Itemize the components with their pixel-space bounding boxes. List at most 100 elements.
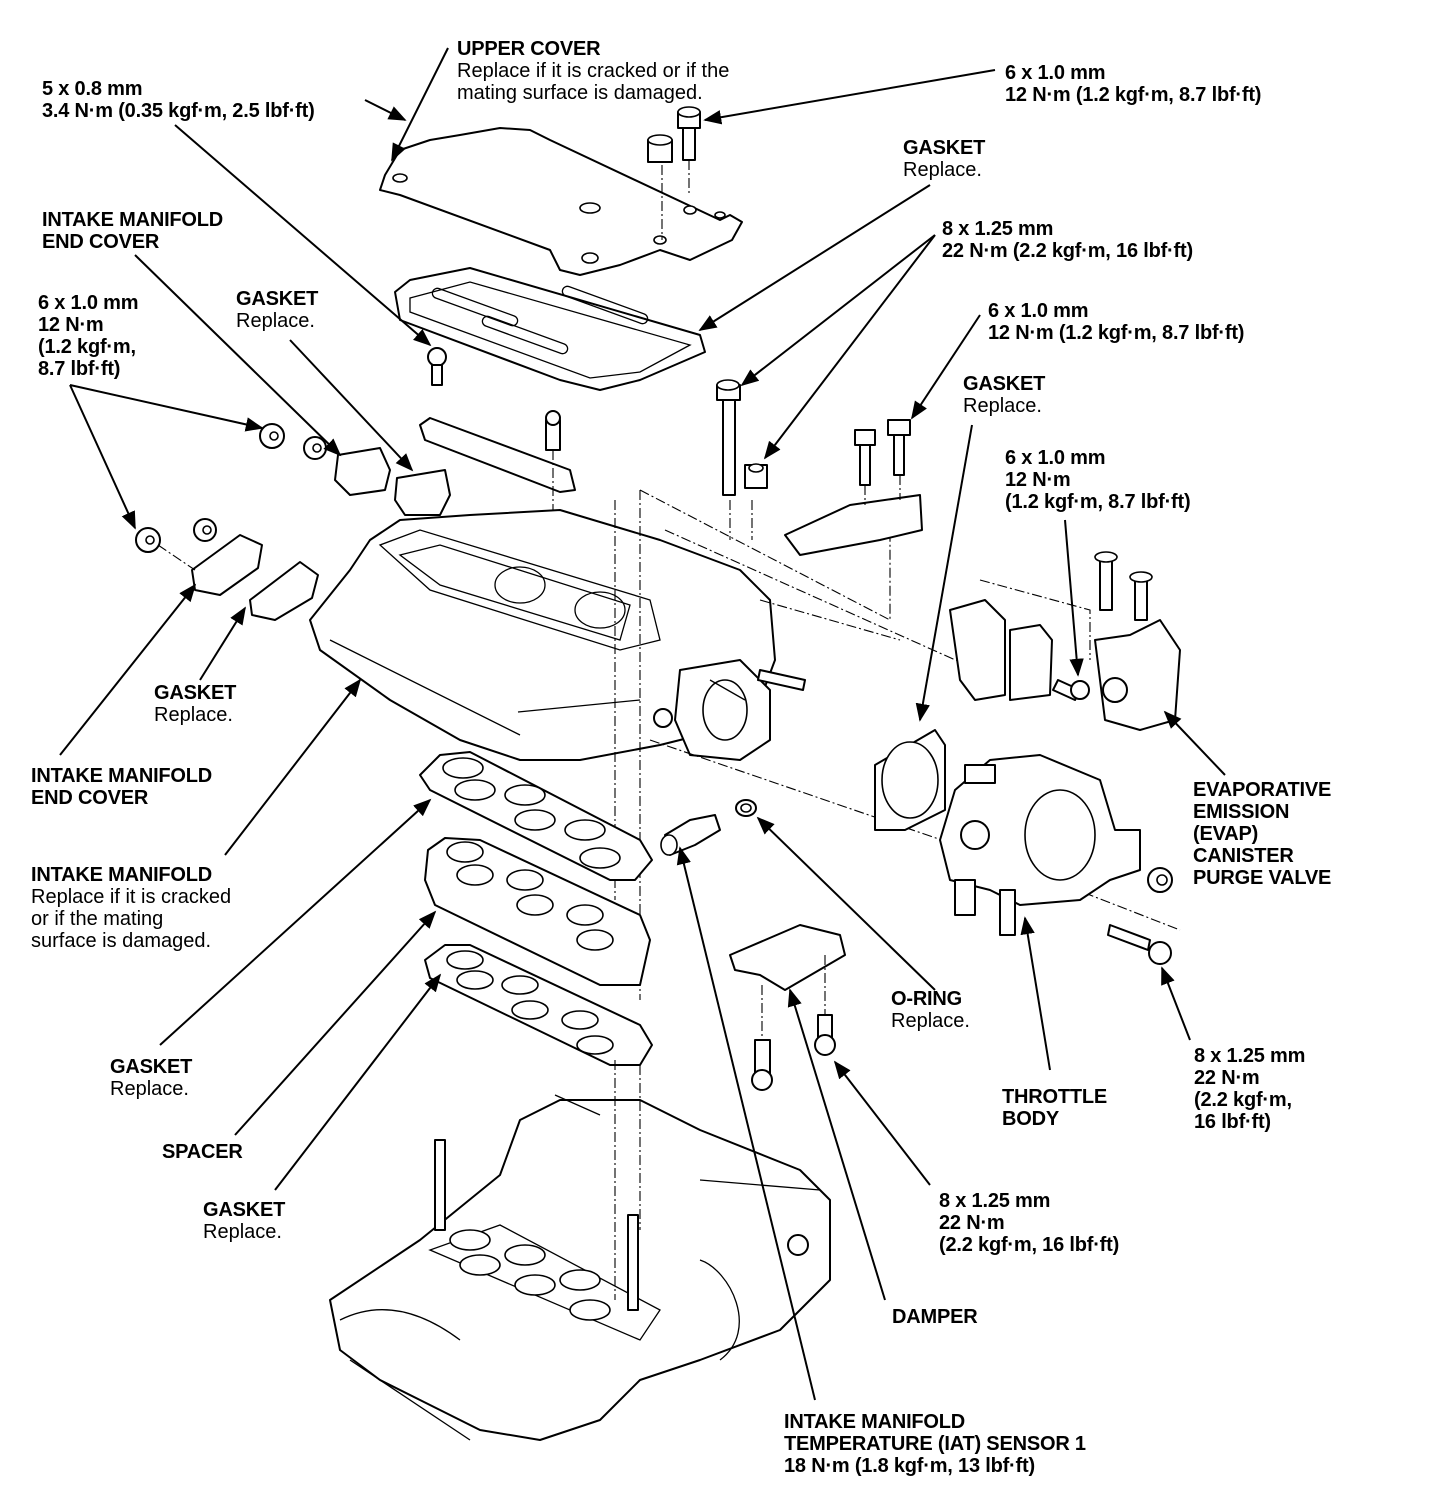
upper-cover-title: UPPER COVER — [457, 38, 601, 60]
bolt-evap-size: 6 x 1.0 mm — [1005, 447, 1106, 469]
label-bolt-evap: 6 x 1.0 mm 12 N·m (1.2 kgf·m, 8.7 lbf·ft… — [1005, 447, 1191, 513]
label-bolt-5x08: 5 x 0.8 mm 3.4 N·m (0.35 kgf·m, 2.5 lbf·… — [42, 78, 315, 122]
gasket-end-bottom-note: Replace. — [154, 704, 233, 726]
gasket-lower-1-note: Replace. — [110, 1078, 189, 1100]
damper-plate — [729, 924, 846, 1091]
evap-valve — [1052, 551, 1181, 731]
label-gasket-upper: GASKET Replace. — [903, 137, 985, 181]
evap-line-1: EVAPORATIVE — [1193, 779, 1332, 801]
bolt-evap-kgf: (1.2 kgf·m, 8.7 lbf·ft) — [1005, 491, 1191, 513]
upper-gasket — [394, 267, 706, 391]
bolt-8x125-top-torque: 22 N·m (2.2 kgf·m, 16 lbf·ft) — [942, 240, 1193, 262]
intake-manifold-note-2: or if the mating — [31, 908, 164, 930]
iat-line-1: INTAKE MANIFOLD — [784, 1411, 966, 1433]
end-cover-parts — [135, 423, 451, 621]
gasket-end-top-note: Replace. — [236, 310, 315, 332]
spacer-title: SPACER — [162, 1141, 243, 1163]
throttle-gasket — [874, 729, 946, 831]
label-throttle-body: THROTTLE BODY — [1002, 1086, 1107, 1130]
upper-cover-note-2: mating surface is damaged. — [457, 82, 703, 104]
gasket-end-bottom-title: GASKET — [154, 682, 237, 704]
upper-cover — [379, 127, 743, 276]
o-ring — [735, 799, 757, 817]
bolt-damper-torque: 22 N·m — [939, 1212, 1005, 1234]
o-ring-note: Replace. — [891, 1010, 970, 1032]
end-cover-bottom-line-2: END COVER — [31, 787, 149, 809]
cover-bolt — [677, 106, 701, 195]
bolt-mid-right-size: 6 x 1.0 mm — [988, 300, 1089, 322]
damper-title: DAMPER — [892, 1306, 978, 1328]
gasket-lower-2-note: Replace. — [203, 1221, 282, 1243]
bolt-left-kgf: (1.2 kgf·m, — [38, 336, 136, 358]
label-bolt-8x125-top: 8 x 1.25 mm 22 N·m (2.2 kgf·m, 16 lbf·ft… — [942, 218, 1193, 262]
intake-manifold-note-3: surface is damaged. — [31, 930, 212, 952]
evap-line-2: EMISSION — [1193, 801, 1290, 823]
bolt-left-lbf: 8.7 lbf·ft) — [38, 358, 121, 380]
label-gasket-end-top: GASKET Replace. — [236, 288, 318, 332]
gasket-upper-note: Replace. — [903, 159, 982, 181]
evap-line-3: (EVAP) — [1193, 823, 1259, 845]
cover-nut — [647, 134, 673, 240]
label-spacer: SPACER — [162, 1141, 243, 1163]
throttle-body — [939, 754, 1173, 965]
bolt-top-right-size: 6 x 1.0 mm — [1005, 62, 1106, 84]
gasket-lower-2-title: GASKET — [203, 1199, 286, 1221]
bolt-left-size: 6 x 1.0 mm — [38, 292, 139, 314]
iat-sensor — [660, 814, 721, 856]
label-gasket-throttle: GASKET Replace. — [963, 373, 1045, 417]
end-cover-bottom-line-1: INTAKE MANIFOLD — [31, 765, 213, 787]
gasket-lower-1-title: GASKET — [110, 1056, 193, 1078]
spacer — [424, 837, 651, 986]
o-ring-title: O-RING — [891, 988, 963, 1010]
label-bolt-mid-right: 6 x 1.0 mm 12 N·m (1.2 kgf·m, 8.7 lbf·ft… — [988, 300, 1244, 344]
label-bolt-top-right: 6 x 1.0 mm 12 N·m (1.2 kgf·m, 8.7 lbf·ft… — [1005, 62, 1261, 106]
intake-manifold — [309, 509, 806, 761]
bolt-damper-size: 8 x 1.25 mm — [939, 1190, 1051, 1212]
evap-line-4: CANISTER — [1193, 845, 1294, 867]
bolt-mid-right-torque: 12 N·m (1.2 kgf·m, 8.7 lbf·ft) — [988, 322, 1245, 344]
leader-lines — [59, 47, 1226, 1401]
iat-line-2: TEMPERATURE (IAT) SENSOR 1 — [784, 1433, 1086, 1455]
bolt-throttle-torque: 22 N·m — [1194, 1067, 1260, 1089]
bolt-top-right-torque: 12 N·m (1.2 kgf·m, 8.7 lbf·ft) — [1005, 84, 1262, 106]
bolt-throttle-size: 8 x 1.25 mm — [1194, 1045, 1306, 1067]
evap-bracket — [949, 599, 1053, 701]
label-gasket-lower-2: GASKET Replace. — [203, 1199, 285, 1243]
bolt-left-torque: 12 N·m — [38, 314, 104, 336]
label-damper: DAMPER — [892, 1306, 978, 1328]
label-bolt-left: 6 x 1.0 mm 12 N·m (1.2 kgf·m, 8.7 lbf·ft… — [38, 292, 138, 380]
label-upper-cover: UPPER COVER Replace if it is cracked or … — [457, 38, 729, 104]
label-gasket-end-bottom: GASKET Replace. — [154, 682, 236, 726]
bolt-throttle-kgf: (2.2 kgf·m, — [1194, 1089, 1292, 1111]
lower-gasket-2 — [424, 944, 653, 1066]
label-intake-manifold: INTAKE MANIFOLD Replace if it is cracked… — [31, 864, 231, 952]
engine-block — [329, 1060, 831, 1441]
bolt-8x125-top-size: 8 x 1.25 mm — [942, 218, 1054, 240]
end-cover-top-line-2: END COVER — [42, 231, 160, 253]
evap-line-5: PURGE VALVE — [1193, 867, 1332, 889]
label-o-ring: O-RING Replace. — [891, 988, 970, 1032]
gasket-upper-title: GASKET — [903, 137, 986, 159]
end-cover-top-line-1: INTAKE MANIFOLD — [42, 209, 224, 231]
screw-5x08 — [427, 347, 447, 386]
intake-manifold-title: INTAKE MANIFOLD — [31, 864, 213, 886]
upper-cover-note-1: Replace if it is cracked or if the — [457, 60, 730, 82]
bolt-evap-torque: 12 N·m — [1005, 469, 1071, 491]
label-gasket-lower-1: GASKET Replace. — [110, 1056, 192, 1100]
label-end-cover-top: INTAKE MANIFOLD END COVER — [42, 209, 223, 253]
label-iat-sensor: INTAKE MANIFOLD TEMPERATURE (IAT) SENSOR… — [784, 1411, 1086, 1477]
gasket-throttle-note: Replace. — [963, 395, 1042, 417]
label-evap-valve: EVAPORATIVE EMISSION (EVAP) CANISTER PUR… — [1193, 779, 1331, 889]
throttle-body-line-1: THROTTLE — [1002, 1086, 1108, 1108]
label-bolt-damper: 8 x 1.25 mm 22 N·m (2.2 kgf·m, 16 lbf·ft… — [939, 1190, 1119, 1256]
bolt-damper-kgf: (2.2 kgf·m, 16 lbf·ft) — [939, 1234, 1120, 1256]
bolt-throttle-lbf: 16 lbf·ft) — [1194, 1111, 1271, 1133]
iat-line-3: 18 N·m (1.8 kgf·m, 13 lbf·ft) — [784, 1455, 1035, 1477]
throttle-body-line-2: BODY — [1002, 1108, 1059, 1130]
manifold-bolts — [716, 379, 923, 556]
intake-manifold-note-1: Replace if it is cracked — [31, 886, 232, 908]
bolt-5x08-torque: 3.4 N·m (0.35 kgf·m, 2.5 lbf·ft) — [42, 100, 315, 122]
bolt-5x08-size: 5 x 0.8 mm — [42, 78, 143, 100]
upper-bracket — [419, 410, 576, 680]
label-end-cover-bottom: INTAKE MANIFOLD END COVER — [31, 765, 212, 809]
